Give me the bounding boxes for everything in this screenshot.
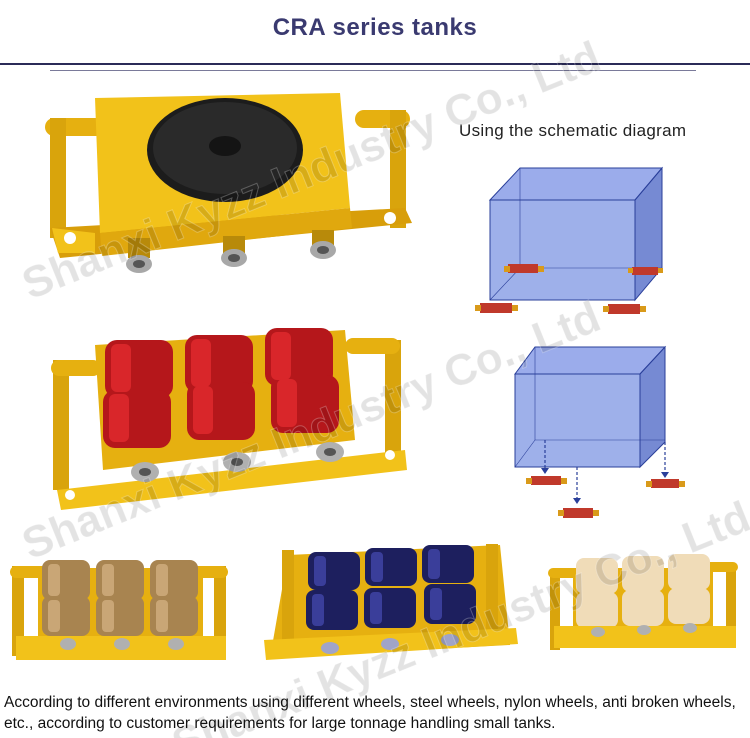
description-text: According to different environments usin…: [4, 692, 749, 734]
title-divider: [0, 63, 750, 65]
tank-with-turntable-image: [45, 93, 412, 273]
tank-marker-icon: [504, 264, 544, 273]
tank-anti-broken-wheels-image: [264, 544, 518, 660]
tank-nylon-wheels-image: [548, 554, 738, 650]
schematic-box-on-tanks-diagram: [475, 166, 664, 314]
page-title: CRA series tanks: [272, 14, 478, 41]
tank-steel-wheels-image: [10, 560, 228, 660]
tank-red-wheels-image: [51, 328, 407, 510]
title-underline: [50, 70, 696, 71]
schematic-tank-placement-diagram: [514, 345, 685, 518]
description-line-2: etc., according to customer requirements…: [4, 715, 556, 732]
schematic-diagram-label: Using the schematic diagram: [459, 121, 687, 140]
description-line-1: According to different environments usin…: [4, 694, 736, 711]
